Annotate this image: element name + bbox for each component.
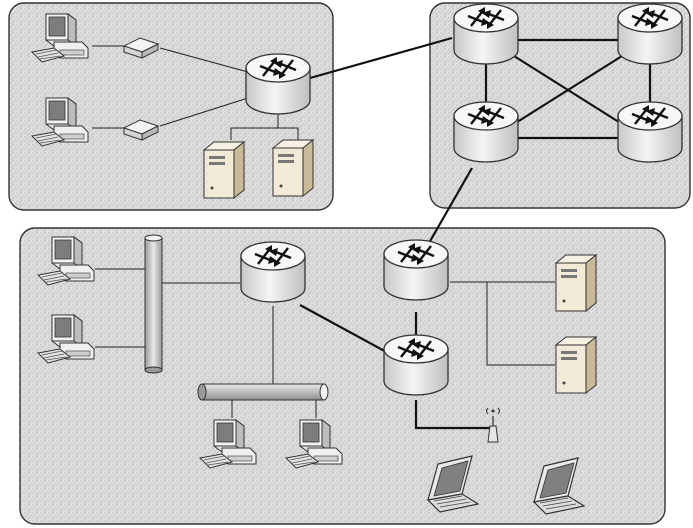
thin-links: [92, 45, 555, 418]
bus-segment: [197, 383, 329, 401]
router-icon: [239, 240, 307, 304]
router-icon: [382, 238, 450, 302]
zone-top-left: [8, 2, 334, 211]
router-icon: [244, 52, 312, 116]
backbone-links: [299, 36, 652, 430]
zone-bottom: [19, 227, 666, 525]
router-icon: [382, 333, 450, 397]
server-icon: [555, 254, 597, 312]
wireless-access-point-icon: [486, 407, 500, 443]
server-icon: [203, 141, 245, 199]
server-icon: [555, 336, 597, 394]
router-icon: [616, 100, 684, 164]
router-icon: [452, 100, 520, 164]
bus-segment: [144, 234, 163, 374]
router-icon: [616, 2, 684, 66]
server-icon: [272, 139, 314, 197]
router-icon: [452, 2, 520, 66]
